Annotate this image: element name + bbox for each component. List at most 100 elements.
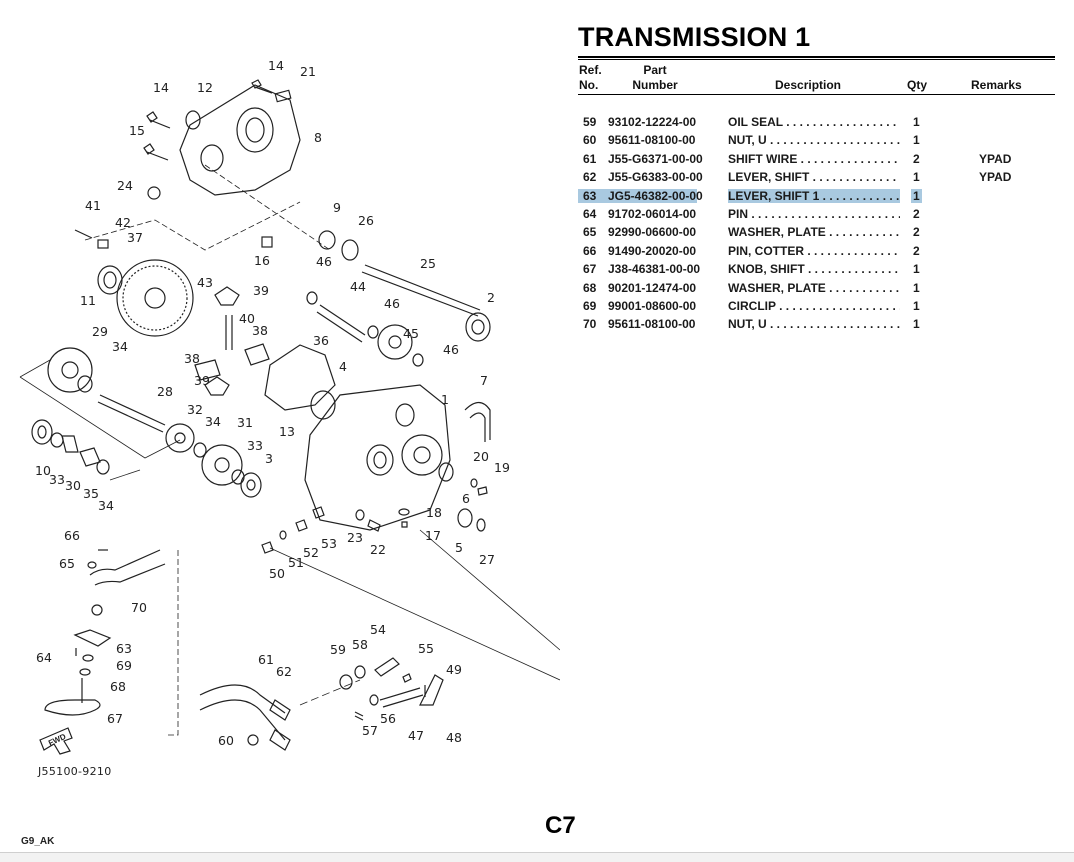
header-remarks: Remarks	[971, 78, 1022, 92]
header-part-line2: Number	[632, 78, 678, 92]
qty-cell: 2	[913, 243, 920, 258]
callout-label: 62	[276, 664, 292, 679]
callout-label: 6	[462, 491, 470, 506]
callout-label: 57	[362, 723, 378, 738]
page-number: C7	[545, 812, 576, 839]
header-part-number: Part Number	[632, 63, 678, 93]
viewer-bottom-bar	[0, 852, 1074, 862]
callout-label: 46	[316, 254, 332, 269]
part-number-cell: 92990-06600-00	[608, 225, 697, 240]
qty-cell: 1	[913, 170, 920, 185]
header-description: Description	[775, 78, 842, 92]
callout-label: 69	[116, 658, 132, 673]
description-cell: PIN . . . . . . . . . . . . . . . . . . …	[728, 206, 900, 221]
callout-label: 30	[65, 478, 81, 493]
qty-cell: 2	[913, 206, 920, 221]
remarks-cell: YPAD	[979, 151, 1012, 166]
table-row[interactable]: 61 J55-G6371-00-00 SHIFT WIRE . . . . . . …	[578, 150, 1055, 168]
callout-label: 37	[127, 230, 143, 245]
callout-label: 11	[80, 293, 96, 308]
callout-label: 7	[480, 373, 488, 388]
callout-label: 28	[157, 384, 173, 399]
ref-cell: 62	[583, 170, 597, 185]
callout-label: 12	[197, 80, 213, 95]
header-ref-line2: No.	[579, 78, 599, 92]
ref-cell: 61	[583, 151, 597, 166]
callout-label: 15	[129, 123, 145, 138]
callout-label: 42	[115, 215, 131, 230]
header-rule	[578, 94, 1055, 95]
main-case	[304, 384, 451, 531]
header-part-line1: Part	[643, 63, 667, 77]
callout-label: 5	[455, 540, 463, 555]
case-cover	[179, 84, 301, 196]
fwd-label: FWD	[47, 732, 68, 748]
qty-cell: 1	[913, 298, 920, 313]
part-number-cell: J55-G6383-00-00	[608, 170, 703, 185]
callout-label: 48	[446, 730, 462, 745]
callout-label: 44	[350, 279, 366, 294]
part-number-cell: JG5-46382-00-00	[608, 188, 703, 203]
qty-cell: 1	[913, 133, 920, 148]
ref-cell: 63	[578, 188, 608, 203]
ref-cell: 68	[583, 280, 597, 295]
callout-label: 53	[321, 536, 337, 551]
callout-label: 17	[425, 528, 441, 543]
description-cell: KNOB, SHIFT . . . . . . . . . . . . . . …	[728, 262, 900, 277]
table-row[interactable]: 68 90201-12474-00 WASHER, PLATE . . . . . …	[578, 279, 1055, 297]
part-number-cell: J55-G6371-00-00	[608, 151, 703, 166]
callout-label: 41	[85, 198, 101, 213]
ref-cell: 67	[583, 262, 597, 277]
callout-label: 34	[112, 339, 128, 354]
ref-cell: 64	[583, 206, 597, 221]
page-title: TRANSMISSION 1	[578, 22, 811, 52]
description-cell: OIL SEAL . . . . . . . . . . . . . . . .…	[728, 115, 900, 129]
part-number-cell: 91490-20020-00	[608, 243, 697, 258]
callout-label: 34	[205, 414, 221, 429]
description-cell: NUT, U . . . . . . . . . . . . . . . . .…	[728, 133, 900, 148]
callout-label: 50	[269, 566, 285, 581]
callout-label: 4	[339, 359, 347, 374]
callout-label: 39	[253, 283, 269, 298]
callout-label: 13	[279, 424, 295, 439]
qty-cell: 1	[913, 262, 920, 277]
callout-label: 51	[288, 555, 304, 570]
qty-cell: 2	[913, 225, 920, 240]
qty-cell: 1	[911, 188, 922, 203]
callout-label: 68	[110, 679, 126, 694]
callout-label: 49	[446, 662, 462, 677]
callout-label: 33	[49, 472, 65, 487]
description-cell: WASHER, PLATE . . . . . . . . . . . . . …	[728, 280, 900, 295]
callout-label: 3	[265, 451, 273, 466]
qty-cell: 1	[913, 317, 920, 332]
callout-label: 20	[473, 449, 489, 464]
callout-label: 59	[330, 642, 346, 657]
part-number-cell: 90201-12474-00	[608, 280, 697, 295]
callout-label: 40	[239, 311, 255, 326]
description-cell: SHIFT WIRE . . . . . . . . . . . . . . .…	[728, 151, 900, 166]
callout-label: 67	[107, 711, 123, 726]
part-number-cell: 95611-08100-00	[608, 317, 696, 332]
qty-cell: 2	[913, 151, 920, 166]
callout-label: 14	[268, 58, 284, 73]
callout-label: 29	[92, 324, 108, 339]
callout-label: 45	[403, 326, 419, 341]
part-number-cell: 95611-08100-00	[608, 133, 696, 148]
callout-label: 2	[487, 290, 495, 305]
callout-label: 61	[258, 652, 274, 667]
callout-label: 21	[300, 64, 316, 79]
callout-label: 14	[153, 80, 169, 95]
remarks-cell: YPAD	[979, 170, 1012, 185]
